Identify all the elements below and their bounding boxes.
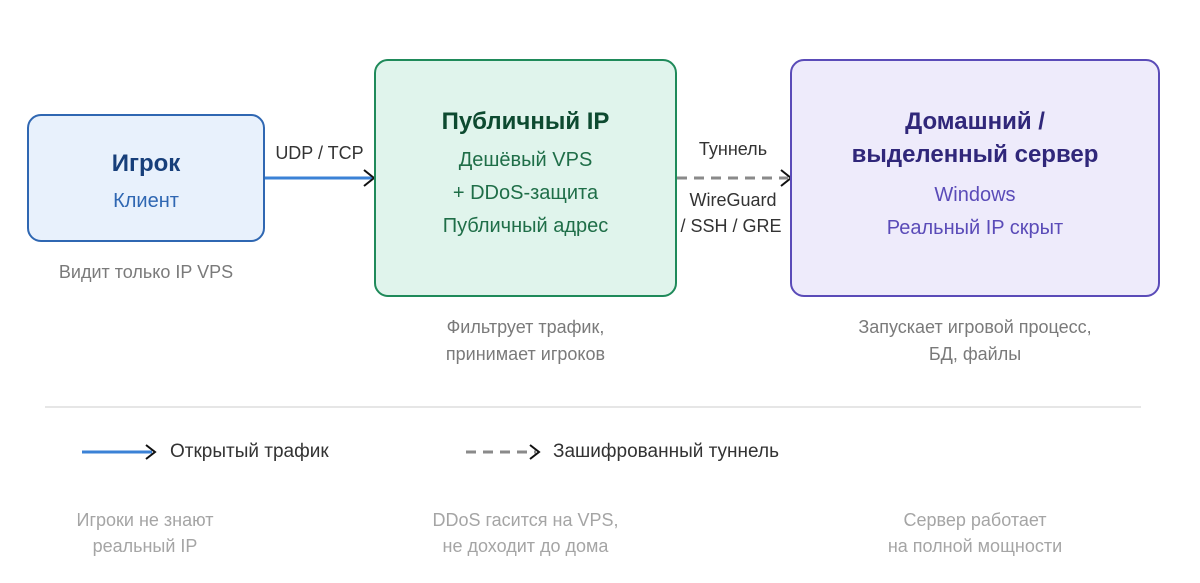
vps-note: Фильтрует трафик, принимает игроков [445, 317, 606, 364]
vps-line-1: Дешёвый VPS [458, 149, 593, 171]
vps-title: Публичный IP [441, 108, 610, 135]
player-note: Видит только IP VPS [58, 262, 234, 282]
server-line-1: Windows [934, 184, 1016, 206]
player-line-1: Клиент [113, 190, 179, 212]
server-title-2: выделенный сервер [851, 141, 1099, 168]
legend-tunnel-label: Зашифрованный туннель [553, 441, 779, 462]
open-edge-label: UDP / TCP [275, 143, 364, 163]
legend-tunnel-arrowhead [529, 444, 541, 460]
footer-note-1: Игроки не знают реальный IP [76, 510, 214, 556]
legend-open-label: Открытый трафик [170, 441, 329, 462]
server-node: Домашний / выделенный сервер Windows Реа… [790, 59, 1160, 297]
tunnel-edge-label-top: Туннель [698, 139, 768, 159]
footer-note-2: DDoS гасится на VPS, не доходит до дома [432, 510, 619, 556]
server-title-1: Домашний / [905, 108, 1045, 135]
legend-open-arrowhead [145, 444, 157, 460]
vps-node: Публичный IP Дешёвый VPS + DDoS-защита П… [374, 59, 677, 297]
vps-line-3: Публичный адрес [442, 215, 609, 237]
player-title: Игрок [111, 150, 181, 177]
player-node: Игрок Клиент [27, 114, 265, 242]
vps-line-2: + DDoS-защита [452, 182, 599, 204]
server-note: Запускает игровой процесс, БД, файлы [858, 317, 1092, 364]
tunnel-edge-label-bottom-1: WireGuard [689, 190, 777, 210]
server-line-2: Реальный IP скрыт [886, 217, 1064, 239]
footer-note-3: Сервер работает на полной мощности [887, 510, 1063, 556]
tunnel-edge-label-bottom-2: / SSH / GRE [680, 216, 782, 236]
